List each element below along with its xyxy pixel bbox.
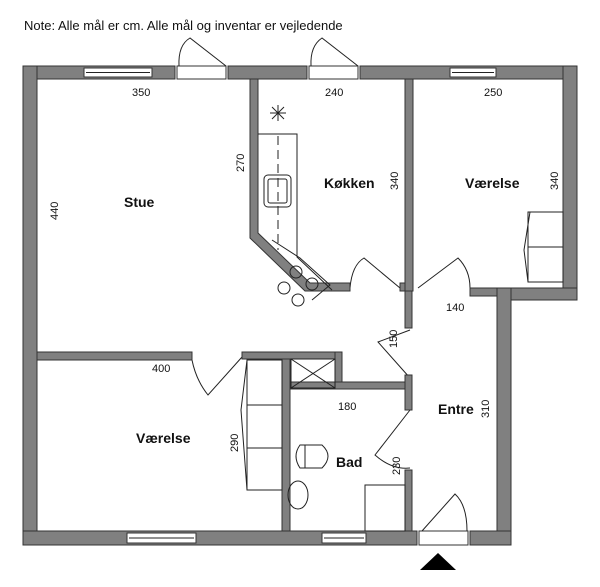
washbasin-icon [287,480,309,510]
sink-icon [263,174,292,208]
dimension-label: 180 [338,401,356,413]
dimension-label: 270 [235,154,247,172]
shower-icon [290,358,336,389]
room-label-entre: Entre [438,401,474,417]
dimension-label: 250 [484,87,502,99]
dimension-label: 290 [229,434,241,452]
cabinet-icon [364,484,406,532]
fixtures [240,105,564,532]
hood-icon [270,105,286,121]
note-text: Note: Alle mål er cm. Alle mål og invent… [24,18,343,33]
dimension-label: 240 [325,87,343,99]
toilet-icon [295,444,329,469]
dimension-label: 310 [480,400,492,418]
room-label-bad: Bad [336,454,362,470]
room-label-vaerelse: Værelse [136,430,191,446]
room-label-kokken: Køkken [324,175,375,191]
dimension-label: 440 [49,202,61,220]
dimension-label: 230 [391,457,403,475]
outer-walls [22,65,578,546]
closet-icon [246,359,283,491]
room-label-vaerelse: Værelse [465,175,520,191]
entrance-arrow-icon [420,553,456,570]
dimension-label: 340 [549,172,561,190]
doors [176,37,471,546]
dimension-label: 150 [388,330,400,348]
dimension-label: 350 [132,87,150,99]
dimension-label: 140 [446,302,464,314]
dimension-label: 400 [152,363,170,375]
dimension-label: 340 [389,172,401,190]
stove-icon [271,239,331,307]
room-label-stue: Stue [124,194,155,210]
windows [83,67,497,544]
interior-walls [36,78,498,532]
